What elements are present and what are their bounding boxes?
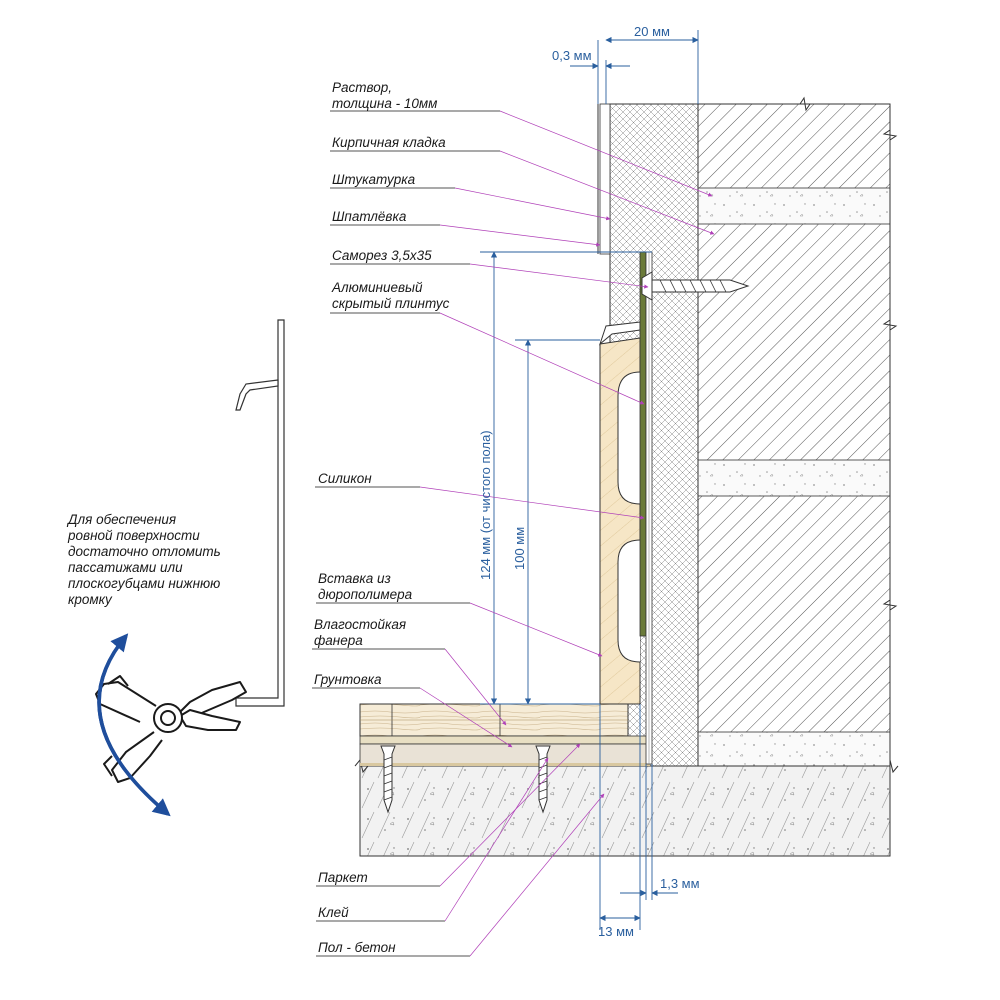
leader-lines <box>312 110 715 957</box>
label-insert-1: Вставка из <box>318 571 391 586</box>
label-plywood-2: фанера <box>314 633 363 648</box>
label-plaster: Штукатурка <box>332 172 416 187</box>
plinth-profile-detail <box>235 319 285 707</box>
note-line-2: ровной поверхности <box>67 528 200 543</box>
label-mortar-1: Раствор, <box>332 80 392 95</box>
floor-build-up <box>359 703 651 767</box>
label-plywood-1: Влагостойкая <box>314 617 406 632</box>
label-glue: Клей <box>318 905 349 920</box>
label-putty: Шпатлёвка <box>332 209 407 224</box>
instruction-note: Для обеспечения ровной поверхности доста… <box>66 512 221 607</box>
pliers-icon <box>95 675 247 783</box>
concrete-floor <box>354 758 899 857</box>
label-screw: Саморез 3,5х35 <box>332 248 432 263</box>
aluminium-plinth <box>598 251 653 765</box>
note-line-6: кромку <box>68 592 113 607</box>
label-silicone: Силикон <box>318 471 372 486</box>
labels: Раствор, толщина - 10мм Кирпичная кладка… <box>314 80 450 955</box>
floor-screws <box>380 745 551 814</box>
note-line-5: плоскогубцами нижнюю <box>68 576 220 591</box>
dim-height-total: 124 мм (от чистого пола) <box>478 430 493 580</box>
rotation-arrow-icon <box>97 633 171 817</box>
note-line-4: пассатижами или <box>68 560 183 575</box>
label-plinth-2: скрытый плинтус <box>332 296 450 311</box>
dimension-lines <box>480 30 699 930</box>
label-mortar-2: толщина - 10мм <box>332 96 437 111</box>
note-line-1: Для обеспечения <box>66 512 176 527</box>
label-parquet: Паркет <box>318 870 368 885</box>
dim-top-width: 20 мм <box>634 24 670 39</box>
label-insert-2: дюрополимера <box>318 587 413 602</box>
dim-height-insert: 100 мм <box>512 527 527 570</box>
brick-wall <box>697 96 898 767</box>
dim-bottom-gap: 1,3 мм <box>660 876 700 891</box>
duropolymer-insert <box>599 337 641 705</box>
dim-top-gap: 0,3 мм <box>552 48 592 63</box>
label-floor: Пол - бетон <box>318 940 396 955</box>
dim-bottom-width: 13 мм <box>598 924 634 939</box>
note-line-3: достаточно отломить <box>68 544 221 559</box>
label-brickwork: Кирпичная кладка <box>332 135 446 150</box>
dimension-texts: 0,3 мм 20 мм 124 мм (от чистого пола) 10… <box>478 24 700 939</box>
label-plinth-1: Алюминиевый <box>331 280 423 295</box>
label-primer: Грунтовка <box>314 672 382 687</box>
